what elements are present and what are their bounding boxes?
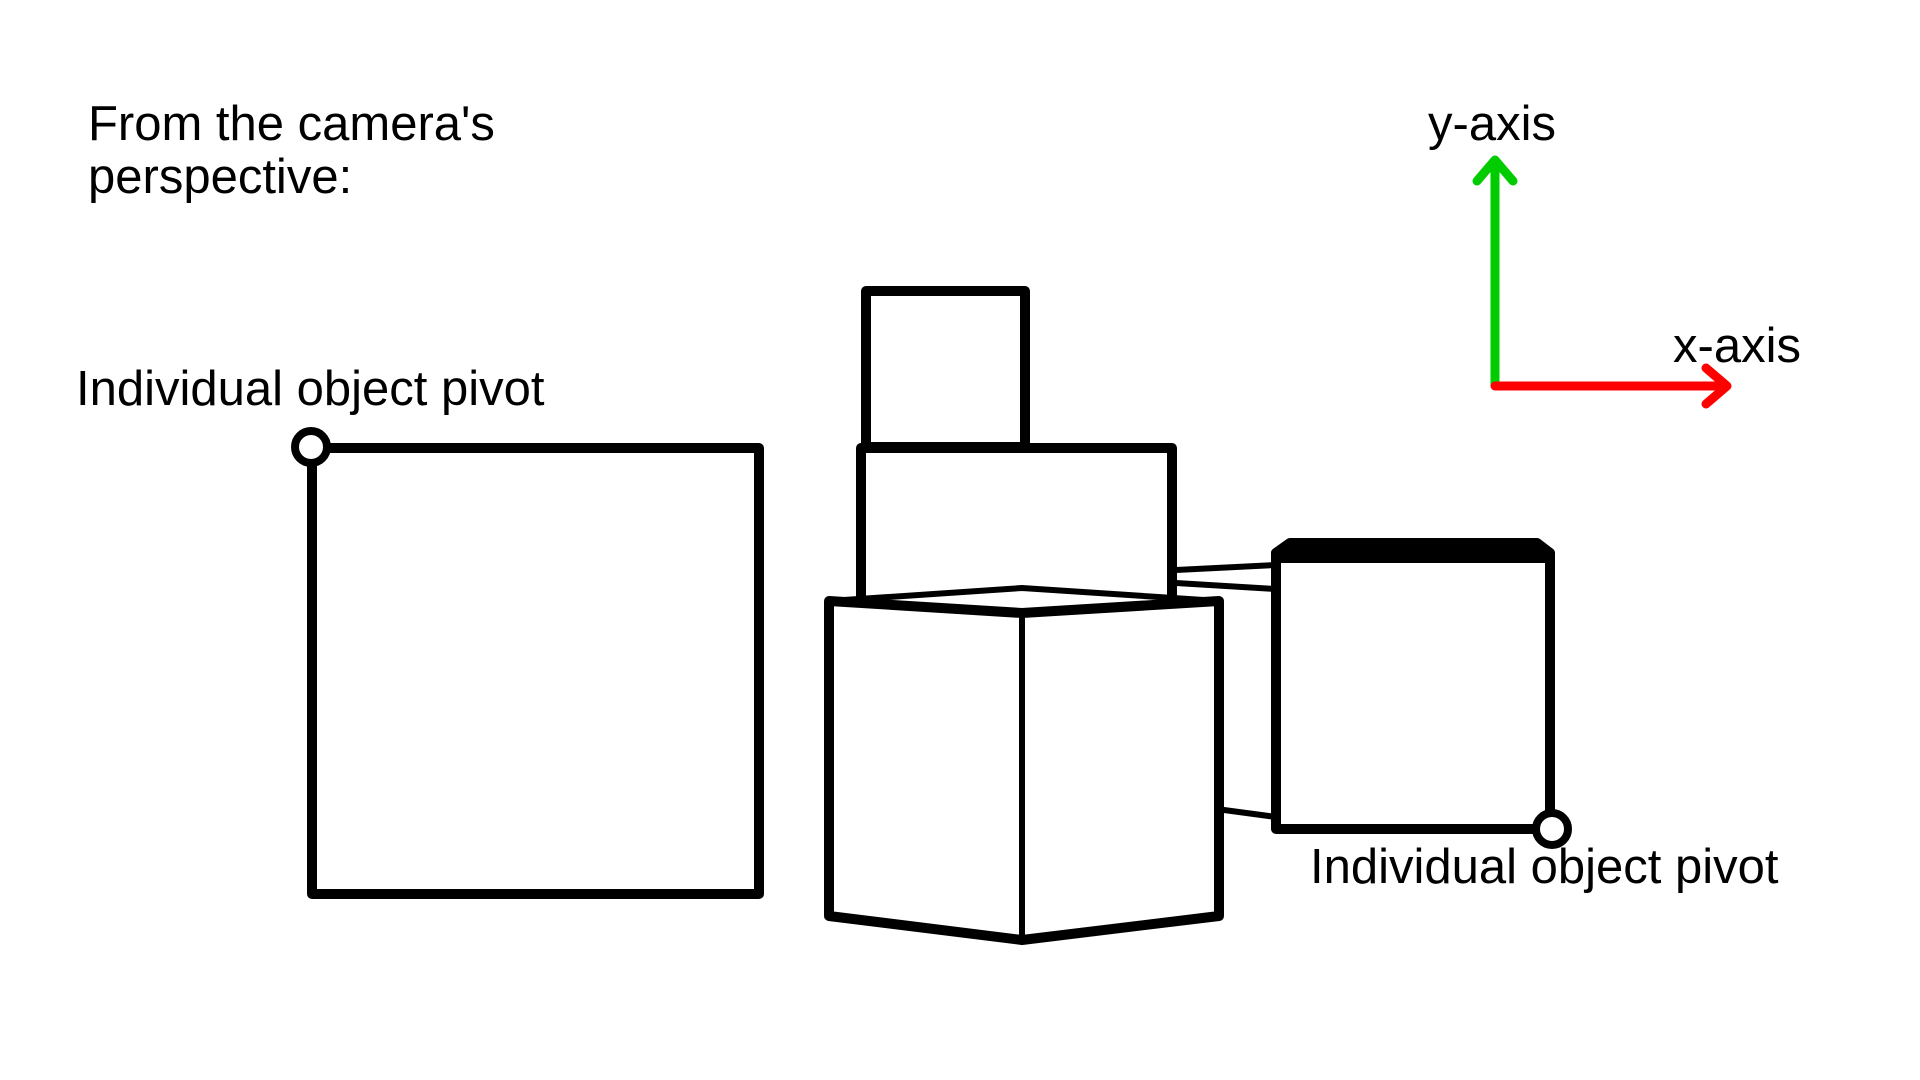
connector-bottom — [1221, 807, 1279, 820]
right-box-front — [1271, 548, 1555, 834]
connector-top-2 — [1173, 580, 1279, 592]
left-square-object: Individual object pivot — [76, 362, 764, 899]
top-small-block — [861, 286, 1030, 452]
middle-block — [856, 443, 1177, 605]
x-axis-arrow-head — [1701, 363, 1732, 409]
left-square — [307, 443, 764, 899]
caption-line-1: From the camera's — [88, 97, 495, 151]
right-box-object: Individual object pivot — [1271, 538, 1779, 894]
y-axis-arrow-head — [1472, 155, 1518, 186]
right-pivot-label: Individual object pivot — [1310, 840, 1779, 894]
y-axis-label: y-axis — [1428, 97, 1556, 151]
middle-stack-object — [824, 286, 1224, 945]
left-pivot-label: Individual object pivot — [76, 362, 545, 416]
connector-top-1 — [1173, 562, 1279, 573]
left-pivot-marker — [291, 427, 331, 467]
caption-line-2: perspective: — [88, 150, 352, 204]
right-pivot-marker — [1532, 809, 1572, 849]
connector-lines — [1173, 562, 1279, 820]
x-axis-label: x-axis — [1673, 319, 1801, 373]
axis-indicator: y-axis x-axis — [1428, 97, 1801, 409]
